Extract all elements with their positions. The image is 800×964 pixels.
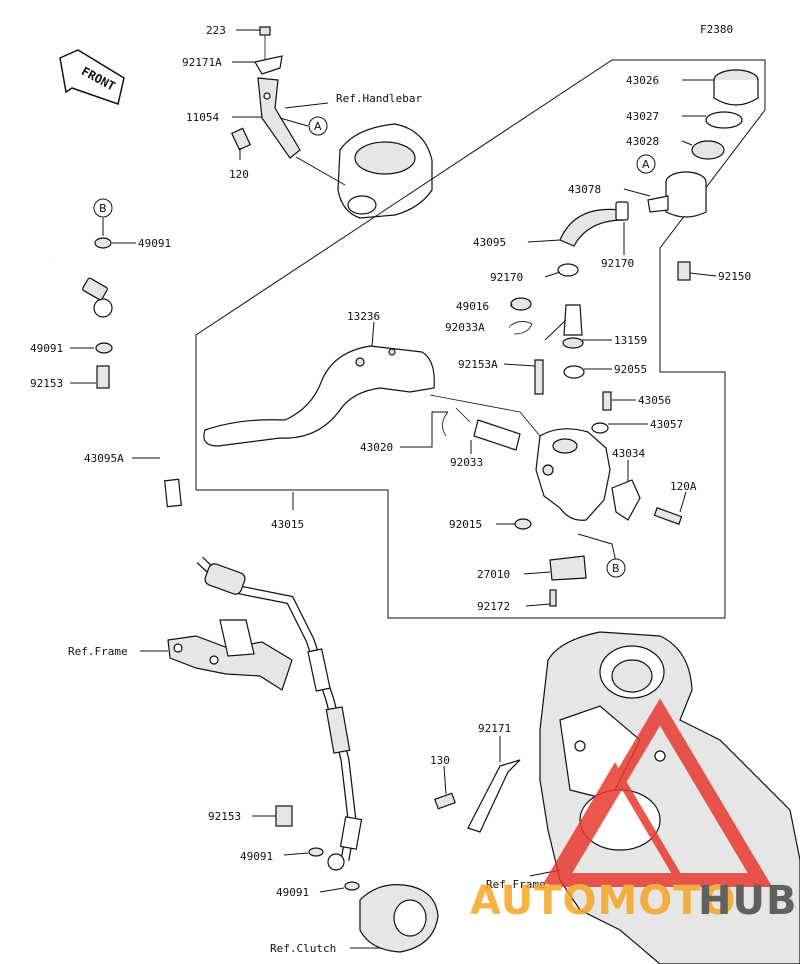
bolt-92150 (677, 261, 691, 281)
bolt-120 (230, 127, 252, 151)
label-130: 130 (430, 754, 450, 767)
label-43026: 43026 (626, 74, 659, 87)
ref-frame-left: Ref.Frame (68, 645, 128, 658)
label-120: 120 (229, 168, 249, 181)
label-43056: 43056 (638, 394, 671, 407)
diaphragm-43028 (691, 140, 725, 160)
label-11054: 11054 (186, 111, 219, 124)
bolt-120a (653, 507, 683, 525)
lever-assembly (203, 345, 683, 607)
label-13159: 13159 (614, 334, 647, 347)
label-49016: 49016 (456, 300, 489, 313)
label-27010: 27010 (477, 568, 510, 581)
label-92170-right: 92170 (601, 257, 634, 270)
bolt-92153-top (96, 365, 110, 389)
ref-frame-right: Ref.Frame (486, 878, 546, 891)
screw-92172 (549, 589, 557, 607)
diaphragm-plate-43027 (705, 111, 743, 129)
label-43015: 43015 (271, 518, 304, 531)
label-43020: 43020 (360, 441, 393, 454)
washer-49091-top (94, 237, 112, 249)
label-92055: 92055 (614, 363, 647, 376)
master-cylinder-body (535, 428, 611, 521)
label-43027: 43027 (626, 110, 659, 123)
callout-b-left-label: B (99, 202, 107, 215)
cap-43057 (591, 422, 609, 434)
handlebar-mount-group (230, 26, 433, 219)
clutch-hose-43095a (49, 252, 363, 871)
frame-bracket-left (167, 619, 293, 691)
callout-a-right-label: A (642, 158, 650, 171)
label-92153a: 92153A (458, 358, 498, 371)
piston-43020 (473, 419, 521, 451)
label-13236: 13236 (347, 310, 380, 323)
label-43034: 43034 (612, 447, 645, 460)
callout-a-top-label: A (314, 120, 322, 133)
label-43057: 43057 (650, 418, 683, 431)
label-43028: 43028 (626, 135, 659, 148)
label-92171a: 92171A (182, 56, 222, 69)
label-92153-bottom: 92153 (208, 810, 241, 823)
bolt-130 (434, 792, 456, 810)
lever-13236 (203, 345, 435, 447)
reservoir-group-outline (195, 59, 766, 619)
ref-clutch: Ref.Clutch (270, 942, 336, 955)
washer-49091-b2 (344, 881, 360, 891)
circlip-92033a (509, 321, 533, 335)
front-arrow-icon: FRONT (59, 49, 125, 105)
label-92170-left: 92170 (490, 271, 523, 284)
washer-49091-b1 (308, 847, 324, 857)
label-92033: 92033 (450, 456, 483, 469)
callout-b-right (606, 558, 626, 578)
callout-b-right-label: B (612, 562, 620, 575)
bolt-223 (259, 26, 271, 36)
label-43095: 43095 (473, 236, 506, 249)
callout-b-left (93, 198, 113, 218)
label-49091-b2: 49091 (276, 886, 309, 899)
callout-a-top (308, 116, 328, 136)
bolt-92153a (534, 359, 544, 395)
clamp-92171a (254, 55, 283, 75)
label-92150: 92150 (718, 270, 751, 283)
bleeder-43056 (602, 391, 612, 411)
clutch-cover (359, 884, 439, 953)
oring-92055 (563, 365, 585, 379)
nut-92015 (514, 518, 532, 530)
hose-43095 (559, 208, 625, 247)
washer-49016 (510, 297, 532, 311)
diagram-code: F2380 (700, 23, 733, 36)
label-49091-mid: 49091 (30, 342, 63, 355)
watermark-logo: AUTOMOTO HUB (470, 698, 797, 924)
label-120a: 120A (670, 480, 697, 493)
label-92172: 92172 (477, 600, 510, 613)
clamp-43034 (611, 479, 641, 521)
ref-handlebar: Ref.Handlebar (336, 92, 422, 105)
label-43095a: 43095A (84, 452, 124, 465)
label-92033a: 92033A (445, 321, 485, 334)
watermark-text-right: HUB (698, 878, 797, 924)
watermark-text-left: AUTOMOTO (470, 878, 737, 924)
label-92171: 92171 (478, 722, 511, 735)
label-223: 223 (206, 24, 226, 37)
label-43078: 43078 (568, 183, 601, 196)
label-49091-b1: 49091 (240, 850, 273, 863)
label-49091-top: 49091 (138, 237, 171, 250)
label-92015: 92015 (449, 518, 482, 531)
washer-49091-mid (95, 342, 113, 354)
switch-27010 (549, 555, 587, 581)
label-92153-top: 92153 (30, 377, 63, 390)
fitting-13159 (563, 304, 583, 336)
clip-92170 (557, 263, 579, 277)
bolt-92153-bottom (275, 805, 293, 827)
bracket-92171 (467, 759, 521, 833)
reservoir-parts (509, 69, 759, 349)
bracket-11054 (257, 77, 301, 159)
callout-a-right (636, 154, 656, 174)
